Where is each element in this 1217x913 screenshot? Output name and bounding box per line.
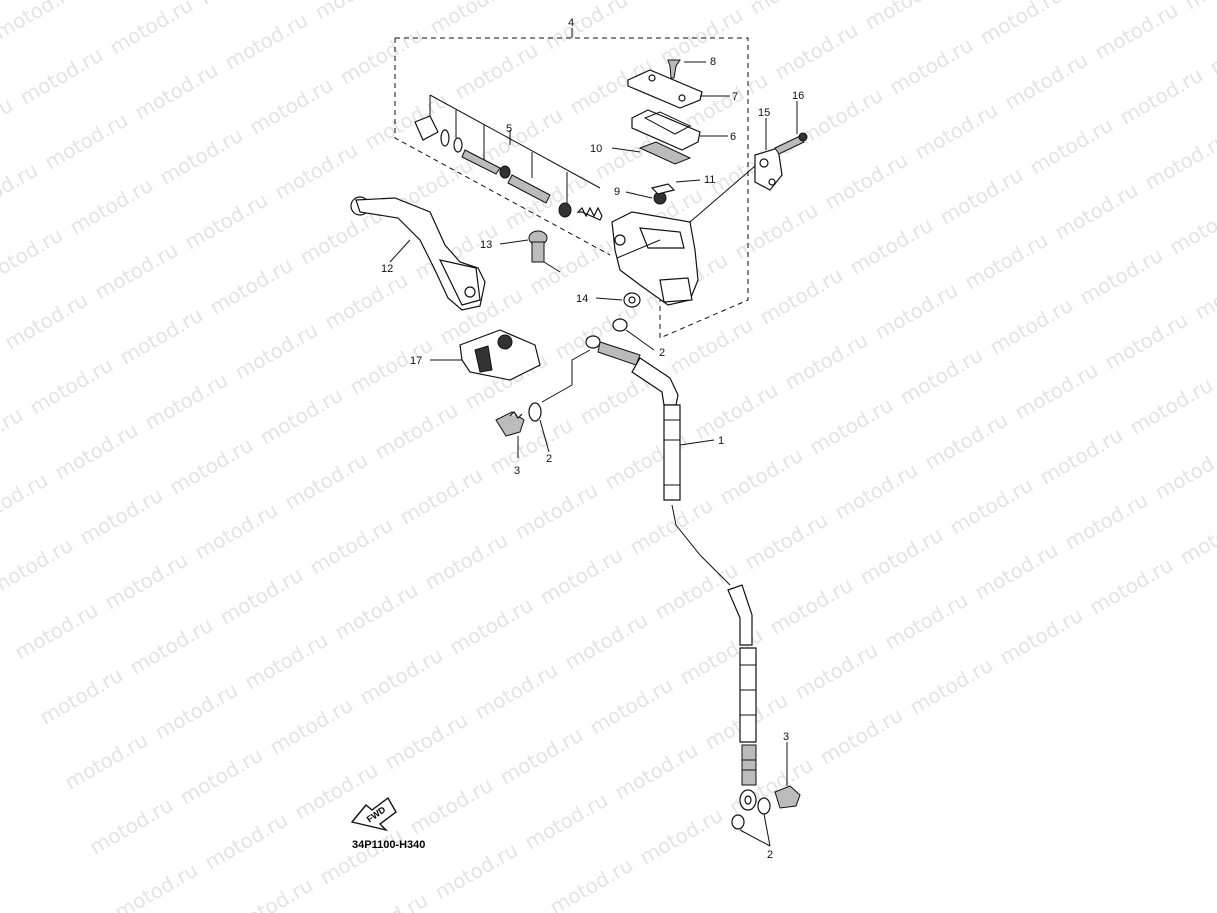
callout-1: 1 <box>718 435 724 447</box>
holder-bracket-15 <box>754 118 783 191</box>
reservoir-cap-7 <box>627 69 703 109</box>
piston-seal <box>499 165 511 179</box>
callout-15: 15 <box>758 107 770 119</box>
callout-7: 7 <box>732 91 738 103</box>
piston-kit-leaders <box>429 94 601 205</box>
callout-4: 4 <box>568 17 574 29</box>
callout-6: 6 <box>730 131 736 143</box>
callout-9: 9 <box>614 186 620 198</box>
washer-2-lower-a <box>757 797 771 815</box>
washer-2-upper <box>528 402 542 422</box>
clip-11 <box>650 183 676 195</box>
bolt-16 <box>774 101 808 155</box>
callout-labels: 1 2 2 2 3 3 4 5 6 7 8 9 10 11 12 13 14 1… <box>381 17 804 861</box>
washer-14 <box>595 292 641 308</box>
callout-3b: 3 <box>783 731 789 743</box>
washer-2-lower-b <box>731 814 745 830</box>
screw-8 <box>667 59 681 79</box>
callout-11: 11 <box>704 174 715 186</box>
callout-12: 12 <box>381 263 393 275</box>
brake-lever-12 <box>350 196 486 311</box>
master-cylinder-body <box>611 159 763 306</box>
diaphragm-holder-6 <box>631 109 701 151</box>
diagram-code: 34P1100-H340 <box>352 839 425 851</box>
callout-3a: 3 <box>514 465 520 477</box>
callout-13: 13 <box>480 239 492 251</box>
cup-seal <box>558 202 572 218</box>
callout-10: 10 <box>590 143 602 155</box>
callout-2b: 2 <box>546 453 552 465</box>
assembly-boundary <box>394 37 749 339</box>
callout-2a: 2 <box>659 347 665 359</box>
master-cylinder-holder-17 <box>430 329 541 381</box>
reservoir-cap-parts <box>611 59 730 165</box>
circlip <box>440 129 450 147</box>
upper-hose-fittings <box>541 318 679 406</box>
piston-rod <box>461 149 501 175</box>
callout-17: 17 <box>410 355 422 367</box>
callout-16: 16 <box>792 90 804 102</box>
callout-8: 8 <box>710 56 716 68</box>
diaphragm-10 <box>638 141 692 165</box>
dust-boot <box>414 115 439 141</box>
union-bolt-3-upper <box>495 402 550 458</box>
pivot-bolt-13 <box>499 230 561 273</box>
washer-small <box>453 137 463 153</box>
callout-5: 5 <box>506 123 512 135</box>
fwd-arrow-icon: FWD <box>350 796 397 832</box>
piston-kit-parts <box>414 115 603 221</box>
spring <box>576 206 603 221</box>
callout-2c: 2 <box>767 849 773 861</box>
brake-hose-1-lower <box>727 584 771 847</box>
callout-14: 14 <box>576 293 588 305</box>
piston <box>507 174 551 204</box>
union-bolt-3-lower <box>774 742 801 809</box>
brake-hose-1-upper <box>663 404 731 586</box>
